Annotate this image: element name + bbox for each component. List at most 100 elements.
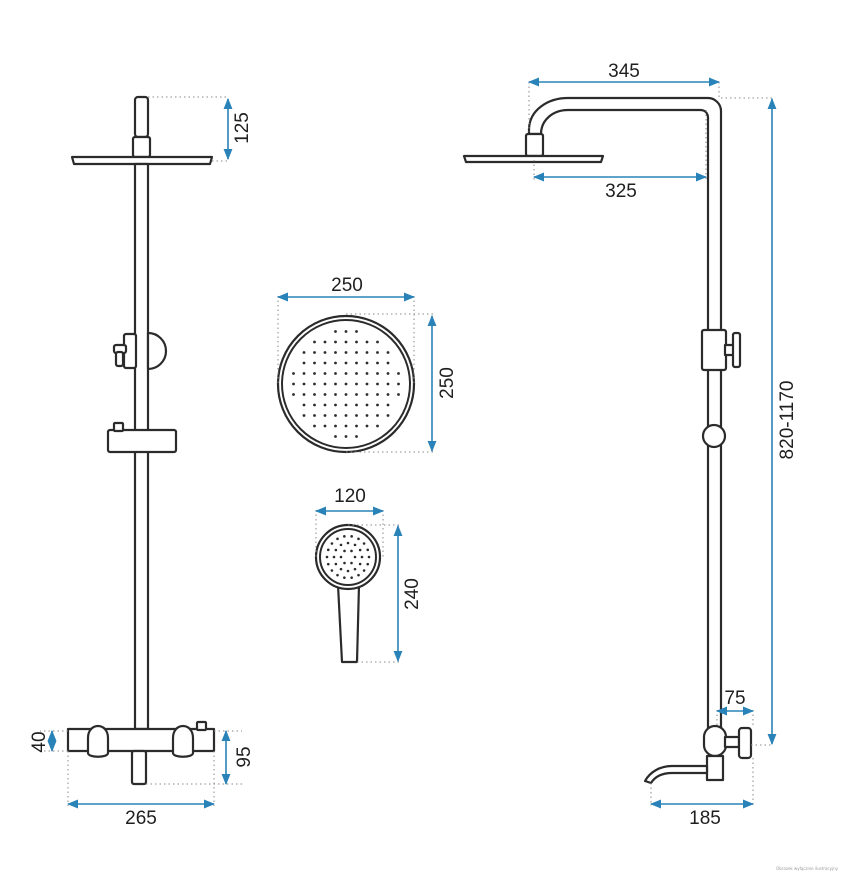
head-nozzle (386, 361, 390, 365)
head-nozzle (355, 351, 358, 354)
head-nozzle (386, 372, 390, 375)
hand-nozzle (346, 569, 350, 573)
head-top-view (276, 314, 416, 454)
head-nozzle (376, 424, 379, 428)
hand-nozzle (336, 573, 339, 577)
head-nozzle (302, 382, 306, 386)
hand-nozzle (357, 573, 360, 577)
label-front-spout-height: 95 (234, 746, 255, 767)
hand-nozzle (353, 555, 357, 559)
hand-nozzle (339, 543, 343, 547)
label-front-top-height: 125 (232, 112, 253, 144)
head-nozzle (397, 372, 400, 375)
side-valve-lower (705, 754, 725, 782)
hand-nozzle (360, 555, 364, 559)
head-nozzle (334, 340, 337, 344)
head-nozzle (365, 393, 369, 396)
head-nozzle (386, 351, 390, 354)
front-head-plate (70, 155, 214, 166)
hand-nozzle (325, 555, 329, 559)
hand-nozzle (366, 562, 370, 566)
hand-nozzle (362, 569, 366, 572)
head-nozzle (376, 382, 379, 386)
hand-nozzle (343, 576, 346, 579)
head-nozzle (292, 393, 295, 396)
hand-nozzle (367, 555, 371, 559)
head-nozzle (334, 382, 337, 386)
hand-nozzle (350, 535, 353, 538)
hand-nozzle (330, 569, 334, 572)
head-nozzle (313, 382, 316, 386)
head-nozzle (386, 393, 390, 396)
label-side-spout-reach: 185 (689, 808, 721, 829)
head-nozzle (313, 372, 316, 375)
hand-nozzle (350, 549, 353, 553)
head-nozzle (355, 393, 358, 396)
front-valve-button (195, 720, 208, 732)
head-nozzle (302, 372, 306, 375)
front-top-cap (133, 95, 150, 139)
head-nozzle (323, 424, 327, 428)
head-nozzle (344, 340, 348, 344)
head-nozzle (344, 435, 348, 438)
head-nozzle (334, 414, 337, 417)
head-nozzle (376, 340, 379, 344)
label-side-head-reach: 325 (605, 181, 637, 202)
label-hand-height: 240 (402, 578, 423, 610)
head-nozzle (355, 330, 358, 333)
front-shelf (106, 428, 178, 454)
head-nozzle (365, 340, 369, 344)
head-nozzle (334, 351, 337, 354)
hand-nozzle-rings (325, 535, 371, 579)
hand-nozzle (334, 562, 338, 566)
head-nozzle (355, 382, 358, 386)
hand-nozzle (350, 576, 353, 579)
head-nozzle (302, 403, 306, 407)
head-nozzle (365, 403, 369, 407)
head-nozzle (323, 351, 327, 354)
front-mid-holder (146, 331, 168, 371)
head-nozzle (323, 361, 327, 365)
head-nozzle (323, 382, 327, 386)
hand-nozzle (346, 541, 350, 545)
label-hand-width: 120 (334, 486, 366, 507)
head-nozzle (334, 435, 337, 438)
head-disc-inner (281, 319, 411, 449)
head-nozzle (355, 424, 358, 428)
head-nozzle (334, 330, 337, 333)
head-nozzle (313, 414, 316, 417)
side-spout (643, 764, 709, 785)
head-nozzle (344, 414, 348, 417)
head-nozzle (355, 340, 358, 344)
head-nozzle (292, 382, 295, 386)
head-nozzle (302, 393, 306, 396)
head-nozzle (376, 414, 379, 417)
side-mid-knob (731, 331, 742, 369)
hand-face (314, 523, 382, 591)
label-side-total-height: 820-1170 (777, 381, 798, 460)
head-nozzle (397, 382, 400, 386)
head-nozzle (334, 372, 337, 375)
hand-nozzle (358, 548, 362, 552)
hand-nozzle (357, 537, 360, 541)
head-nozzle (313, 393, 316, 396)
hand-nozzle (353, 567, 357, 571)
hand-nozzle (343, 561, 346, 565)
side-head-connector (524, 132, 545, 158)
head-nozzle (365, 372, 369, 375)
head-nozzle (376, 372, 379, 375)
head-nozzle (355, 414, 358, 417)
head-nozzle (344, 372, 348, 375)
head-nozzle (302, 361, 306, 365)
head-nozzle (344, 330, 348, 333)
head-nozzle (334, 403, 337, 407)
side-valve-knob (737, 726, 753, 760)
head-nozzle (376, 403, 379, 407)
head-nozzle (386, 382, 390, 386)
head-nozzle (376, 393, 379, 396)
label-side-arm-reach: 345 (608, 61, 640, 82)
head-nozzle (355, 403, 358, 407)
side-shelf-ring (701, 423, 727, 449)
head-nozzle (355, 361, 358, 365)
front-mid-knob (114, 350, 125, 368)
